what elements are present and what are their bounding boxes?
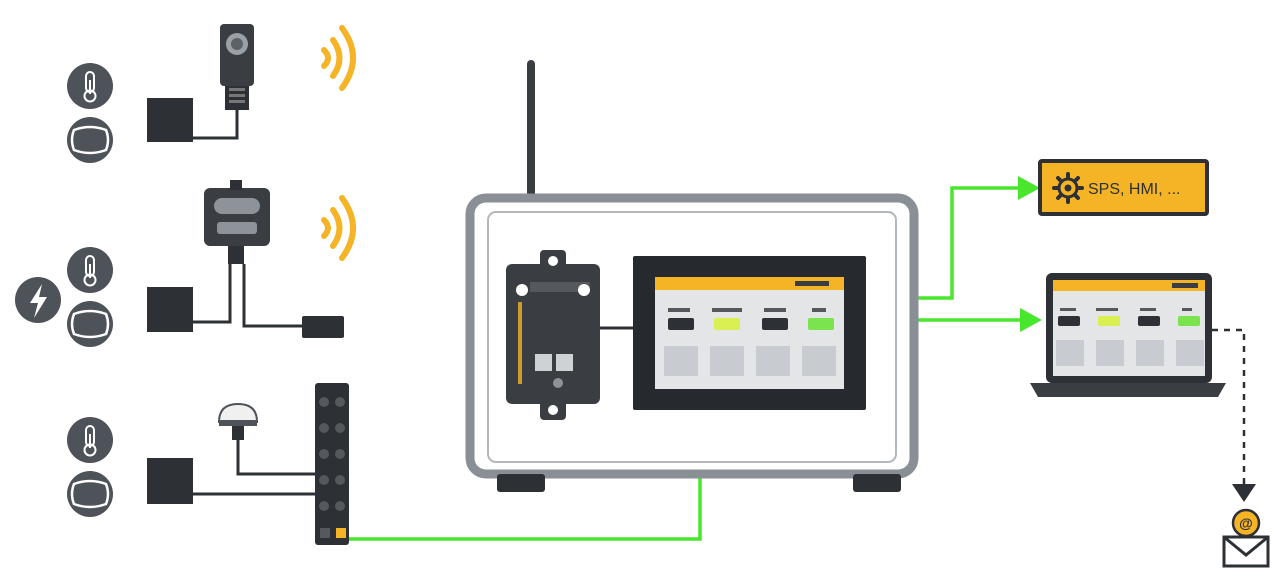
lightning-icon <box>15 277 61 323</box>
sensor-group-1 <box>67 24 356 163</box>
thermometer-icon <box>67 63 113 109</box>
sensor-group-3 <box>67 383 349 545</box>
cabinet-foot <box>497 474 545 492</box>
gear-icon <box>1052 172 1084 204</box>
gateway-device <box>506 250 633 420</box>
cable-connector <box>302 316 344 338</box>
wireless-signal-icon <box>321 25 356 91</box>
dome-sensor <box>217 402 259 440</box>
vibration-icon <box>67 301 113 347</box>
svg-text:@: @ <box>1239 515 1253 531</box>
antenna <box>527 60 535 200</box>
thermometer-icon <box>67 247 113 293</box>
wireless-signal-icon <box>321 195 356 261</box>
wireless-sensor-node <box>204 180 270 264</box>
laptop <box>1030 273 1226 397</box>
laptop-to-email-connection <box>1212 328 1246 486</box>
vibration-icon <box>67 117 113 163</box>
sps-hmi-label: SPS, HMI, ... <box>1088 181 1180 198</box>
email-icon: @ <box>1222 508 1270 568</box>
hmi-display <box>633 256 866 410</box>
sensor-group-2 <box>15 180 356 347</box>
vibration-icon <box>67 471 113 517</box>
sensor-module-2 <box>147 287 193 332</box>
cabinet-foot <box>853 474 901 492</box>
sensor-module-1 <box>147 98 193 142</box>
ultrasonic-sensor <box>220 24 254 110</box>
io-module <box>315 383 349 545</box>
thermometer-icon <box>67 417 113 463</box>
sps-hmi-box: SPS, HMI, ... <box>1038 159 1209 216</box>
sensor-module-3 <box>147 458 193 504</box>
email-arrowhead <box>1232 484 1256 502</box>
